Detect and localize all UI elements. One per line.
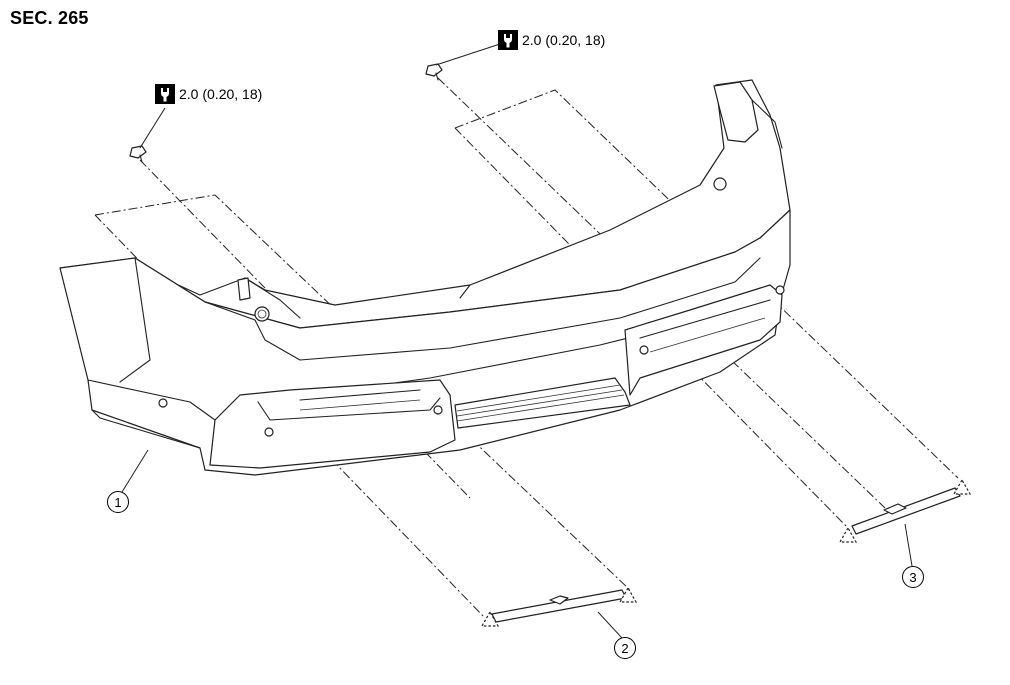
section-label: SEC. 265 [10, 8, 89, 28]
bumper-fascia [59, 79, 791, 476]
callout-1: 1 [107, 491, 129, 513]
bolt-right [425, 63, 443, 81]
torque-value: 2.0 (0.20, 18) [179, 86, 263, 102]
clip-marker-icon [618, 586, 638, 603]
torque-spec-right: 2.0 (0.20, 18) [498, 30, 605, 50]
torque-spec-left: 2.0 (0.20, 18) [155, 84, 262, 104]
clip-marker-icon [480, 610, 500, 627]
bolt-left [129, 145, 147, 163]
clip-marker-icon [952, 478, 972, 495]
callout-3: 3 [902, 566, 924, 588]
finisher-right [851, 487, 961, 535]
torque-value: 2.0 (0.20, 18) [522, 32, 606, 48]
torque-wrench-icon [155, 84, 175, 104]
clip-marker-icon [838, 526, 858, 543]
finisher-left [491, 589, 627, 623]
torque-wrench-icon [498, 30, 518, 50]
callout-2: 2 [614, 637, 636, 659]
